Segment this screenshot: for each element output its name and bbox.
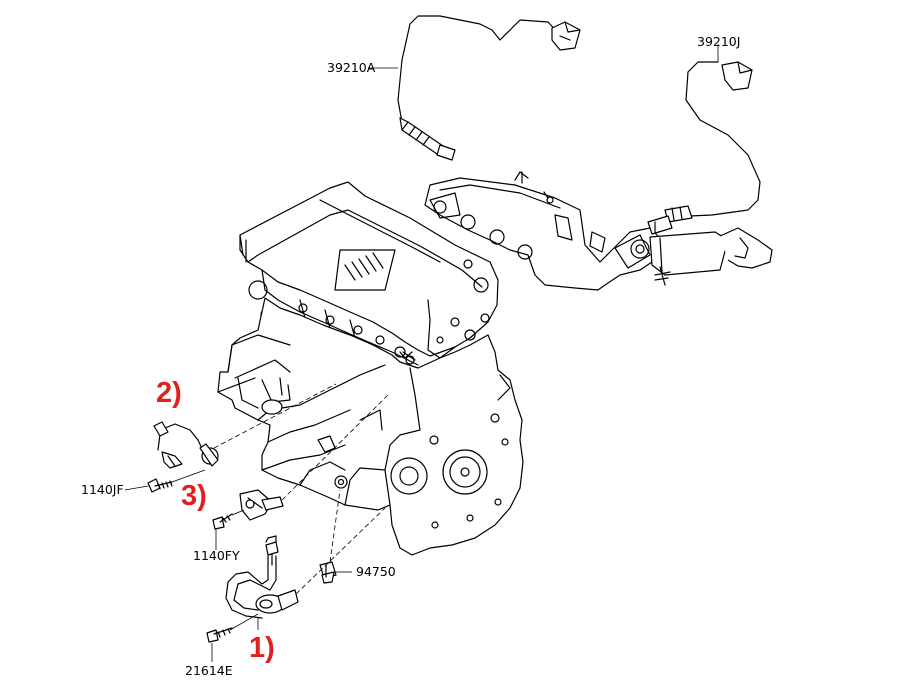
exhaust-manifold-drawing [424,171,773,291]
cmp-sensor [239,489,284,521]
part-label-21614e: 21614E [185,663,233,678]
bolt-21614e-drawing [206,627,233,643]
callout-2: 2) [156,377,182,409]
ckp-sensor [225,535,299,619]
oil-pressure-switch [319,561,337,584]
part-label-1140jf: 1140JF [81,482,124,497]
part-label-39210a: 39210A [327,60,376,75]
part-label-1140fy: 1140FY [193,548,240,563]
cylinder-block-drawing [217,297,524,556]
knock-sensor [153,421,219,469]
bolt-1140jf-drawing [147,478,173,493]
bolt-1140fy-drawing [212,513,233,530]
callout-1: 1) [249,632,275,664]
rear-o2-sensor [647,61,761,235]
front-o2-sensor [397,15,581,161]
leader-lines [124,44,719,662]
part-label-39210j: 39210J [697,34,741,49]
callout-3: 3) [181,480,207,512]
part-label-94750: 94750 [356,564,396,579]
